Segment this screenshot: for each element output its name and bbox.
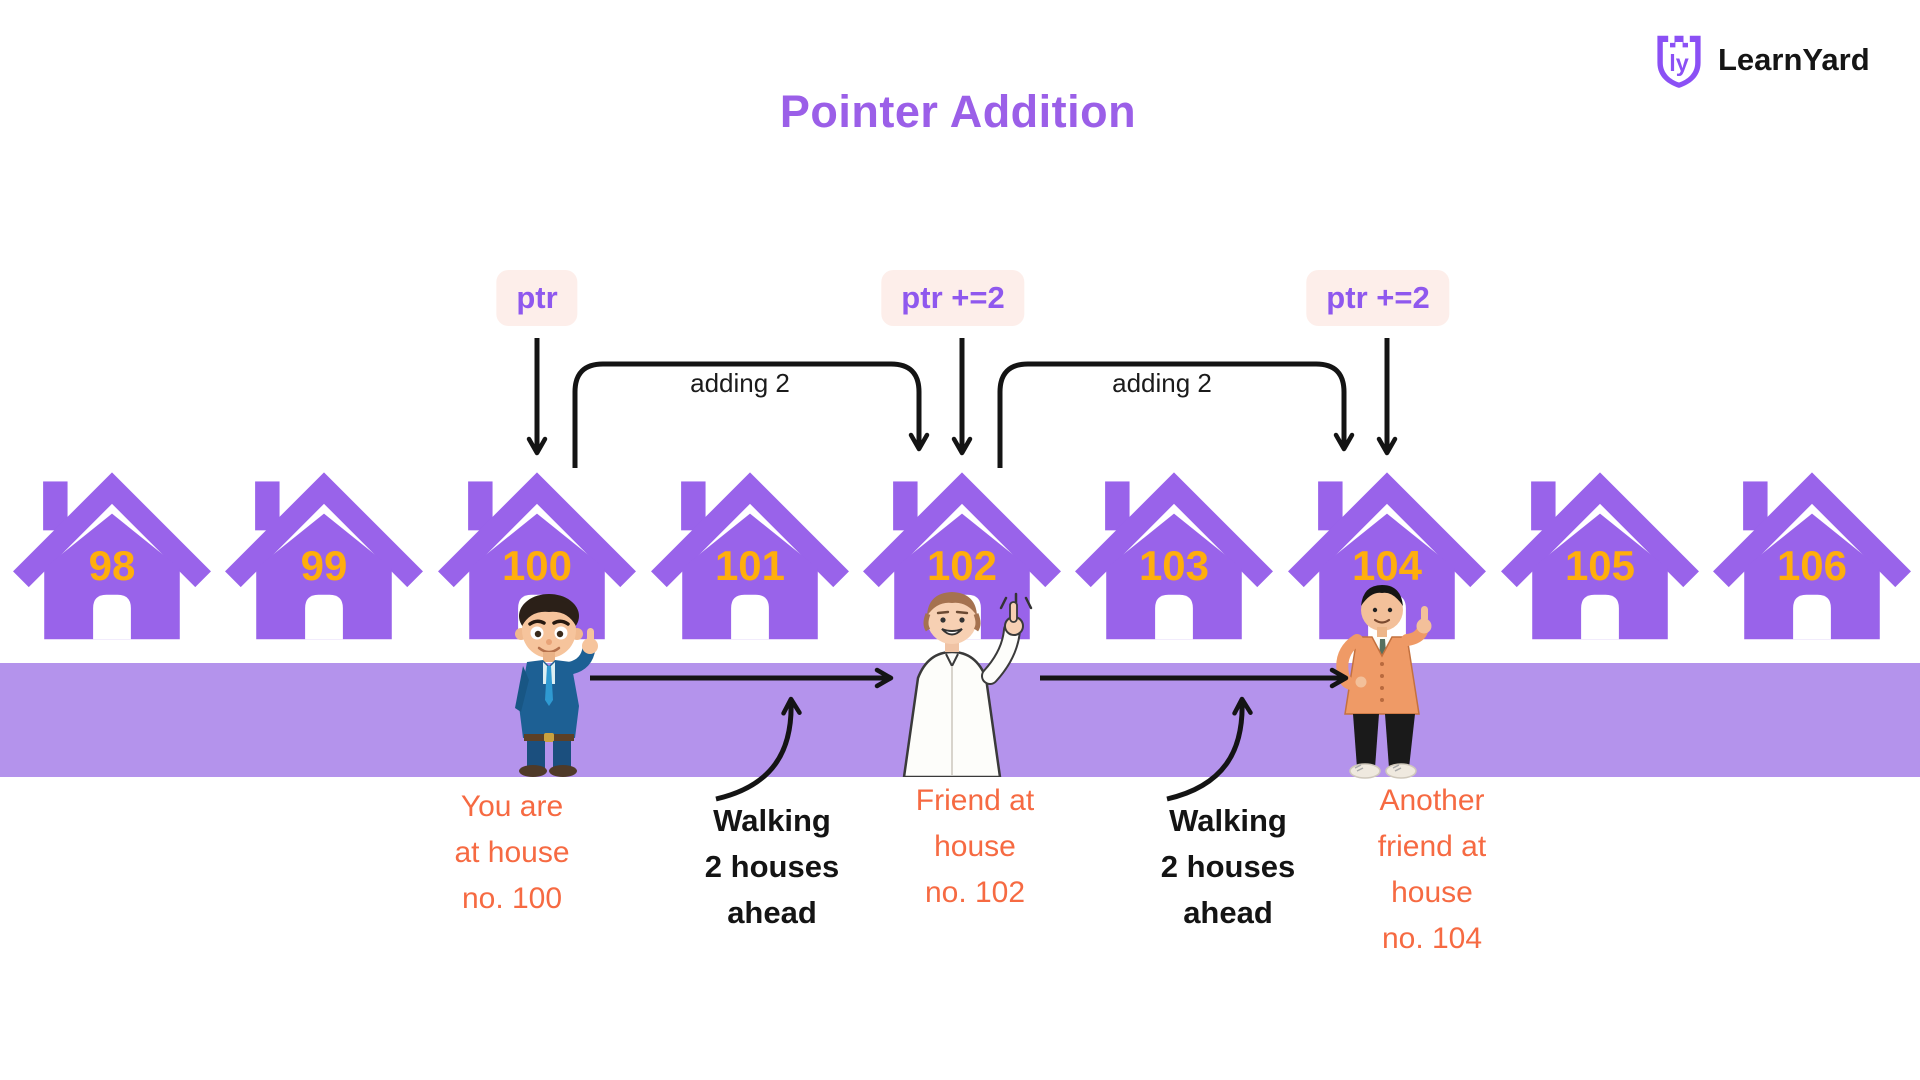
house-100: 100 — [437, 452, 637, 642]
house-number: 98 — [88, 542, 136, 589]
adding2-label-2: adding 2 — [1112, 368, 1212, 398]
caption-another: Another friend at house no. 104 — [1377, 784, 1487, 955]
you-character-illustration — [515, 594, 598, 777]
house-102: 102 — [862, 452, 1062, 642]
logo-shield-icon: ly — [1657, 35, 1701, 88]
house-number: 100 — [501, 542, 573, 589]
friend-character-illustration — [902, 592, 1033, 777]
house-101: 101 — [650, 452, 850, 642]
caption-friend: Friend at house no. 102 — [915, 784, 1035, 909]
house-number: 103 — [1138, 542, 1210, 589]
house-number: 101 — [714, 542, 786, 589]
pointer-label-ptr: ptr — [496, 270, 578, 326]
logo-brand-text: LearnYard — [1718, 42, 1870, 77]
house-103: 103 — [1074, 452, 1274, 642]
house-number: 102 — [926, 542, 998, 589]
house-number: 99 — [300, 542, 348, 589]
house-number: 104 — [1351, 542, 1423, 589]
house-number: 105 — [1564, 542, 1636, 589]
house-number: 106 — [1776, 542, 1848, 589]
adding2-label-1: adding 2 — [690, 368, 790, 398]
house-98: 98 — [12, 452, 212, 642]
pointer-label-ptr-plus2-b: ptr +=2 — [1306, 270, 1450, 326]
caption-you: You are at house no. 100 — [454, 790, 570, 915]
caption-walk-1: Walking 2 houses ahead — [704, 803, 840, 930]
house-105: 105 — [1500, 452, 1700, 642]
house-104: 104 — [1287, 452, 1487, 642]
another-friend-character-illustration — [1336, 585, 1432, 779]
caption-walk-2: Walking 2 houses ahead — [1160, 803, 1296, 930]
learnyard-logo: ly LearnYard — [1652, 30, 1870, 90]
house-106: 106 — [1712, 452, 1912, 642]
pointer-label-ptr-plus2-a: ptr +=2 — [881, 270, 1025, 326]
house-99: 99 — [224, 452, 424, 642]
svg-text:ly: ly — [1669, 50, 1689, 76]
page-title: Pointer Addition — [779, 86, 1137, 137]
